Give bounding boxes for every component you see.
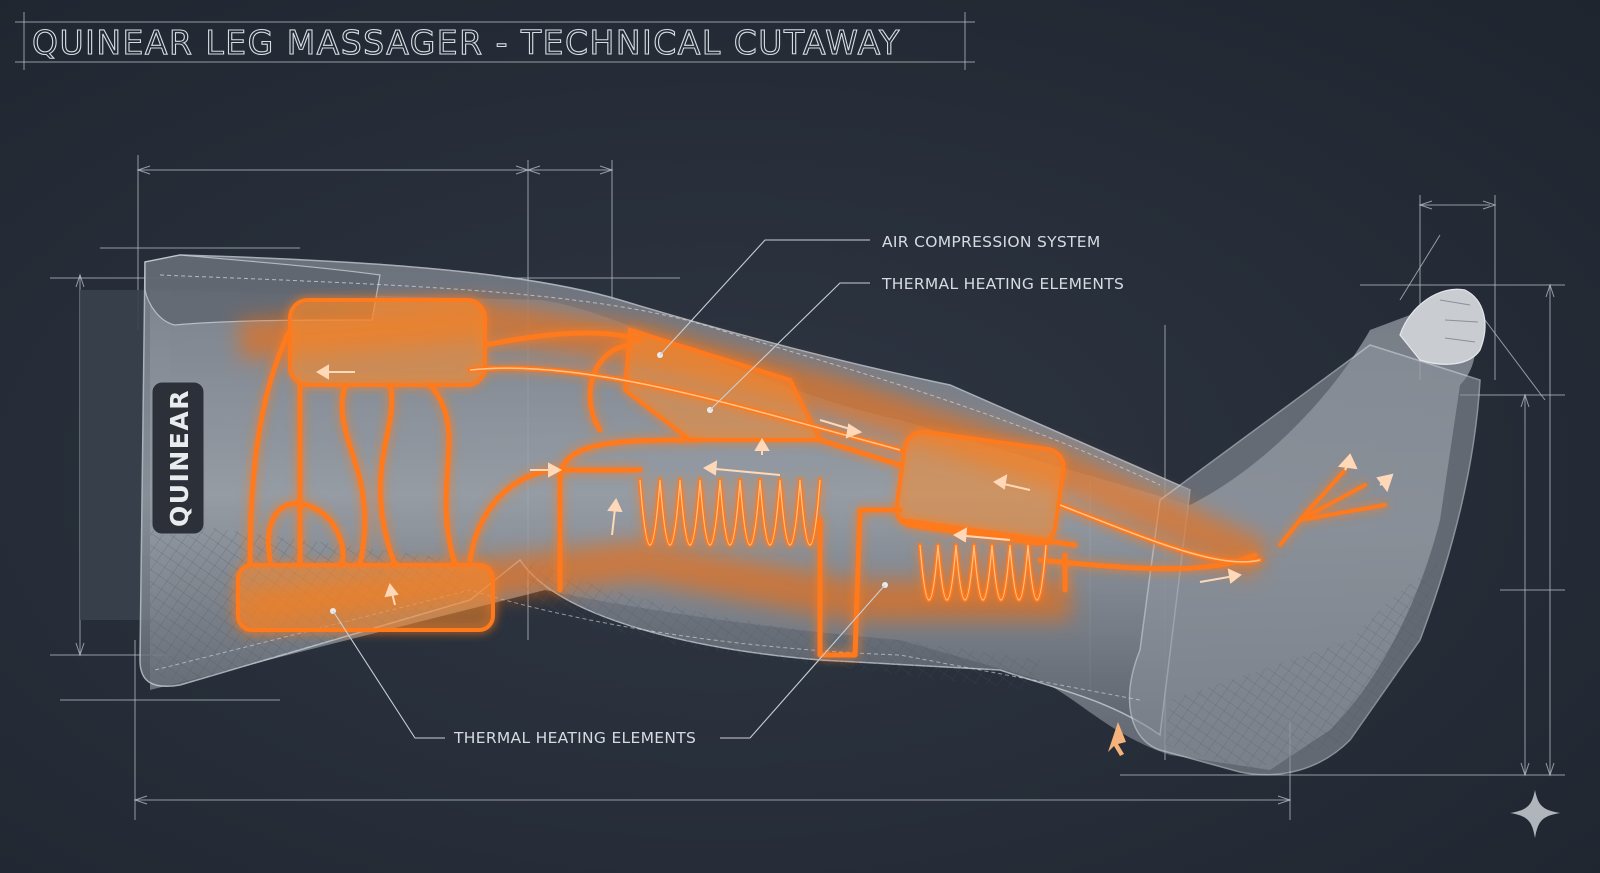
page-title: QUINEAR LEG MASSAGER - TECHNICAL CUTAWAY [32, 23, 901, 62]
sparkle-icon [1510, 790, 1560, 838]
callout-air-compression-label: AIR COMPRESSION SYSTEM [882, 233, 1101, 251]
callout-thermal-lower-label: THERMAL HEATING ELEMENTS [453, 729, 696, 747]
pointer-arrow-icon [1108, 722, 1126, 756]
callout-thermal-upper-label: THERMAL HEATING ELEMENTS [881, 275, 1124, 293]
brand-label: QUINEAR [165, 389, 194, 527]
brand-tab [151, 381, 205, 535]
title-frame: QUINEAR LEG MASSAGER - TECHNICAL CUTAWAY [15, 12, 975, 70]
callout-thermal-lower: THERMAL HEATING ELEMENTS [330, 582, 888, 747]
flow-arrows [316, 364, 1394, 606]
callout-air-compression: AIR COMPRESSION SYSTEM [657, 233, 1101, 358]
air-heating-network [236, 298, 1394, 658]
callout-thermal-upper: THERMAL HEATING ELEMENTS [707, 275, 1124, 413]
